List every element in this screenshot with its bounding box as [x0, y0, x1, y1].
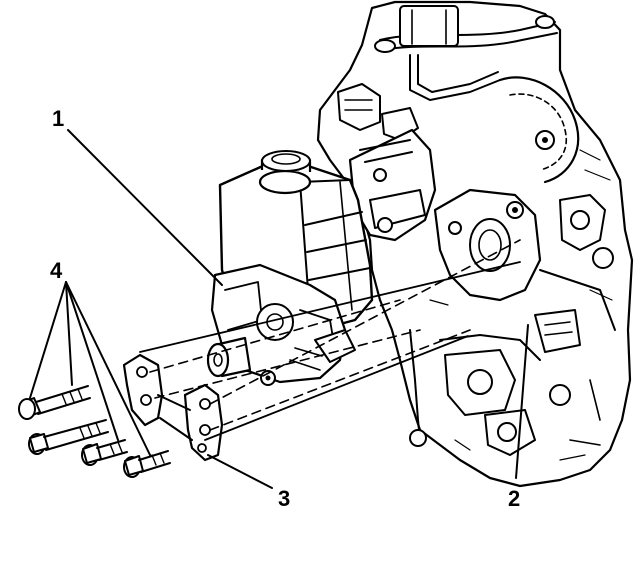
- bolt-lower-right: [123, 450, 171, 478]
- engine-block: [316, 0, 634, 488]
- bolt-middle-left: [28, 419, 109, 455]
- callout-3-label: 3: [278, 486, 290, 511]
- callout-4-label: 4: [50, 258, 63, 283]
- leader-lines: [29, 129, 529, 489]
- bolt-upper-left: [18, 385, 91, 420]
- alignment-lines: [139, 239, 521, 441]
- power-steering-pump: [206, 150, 374, 386]
- callout-2-label: 2: [508, 486, 520, 511]
- callout-1-label: 1: [52, 106, 64, 131]
- bolt-middle-right: [81, 439, 128, 466]
- pump-bracket: [122, 353, 224, 462]
- mounting-bolts: [18, 385, 171, 478]
